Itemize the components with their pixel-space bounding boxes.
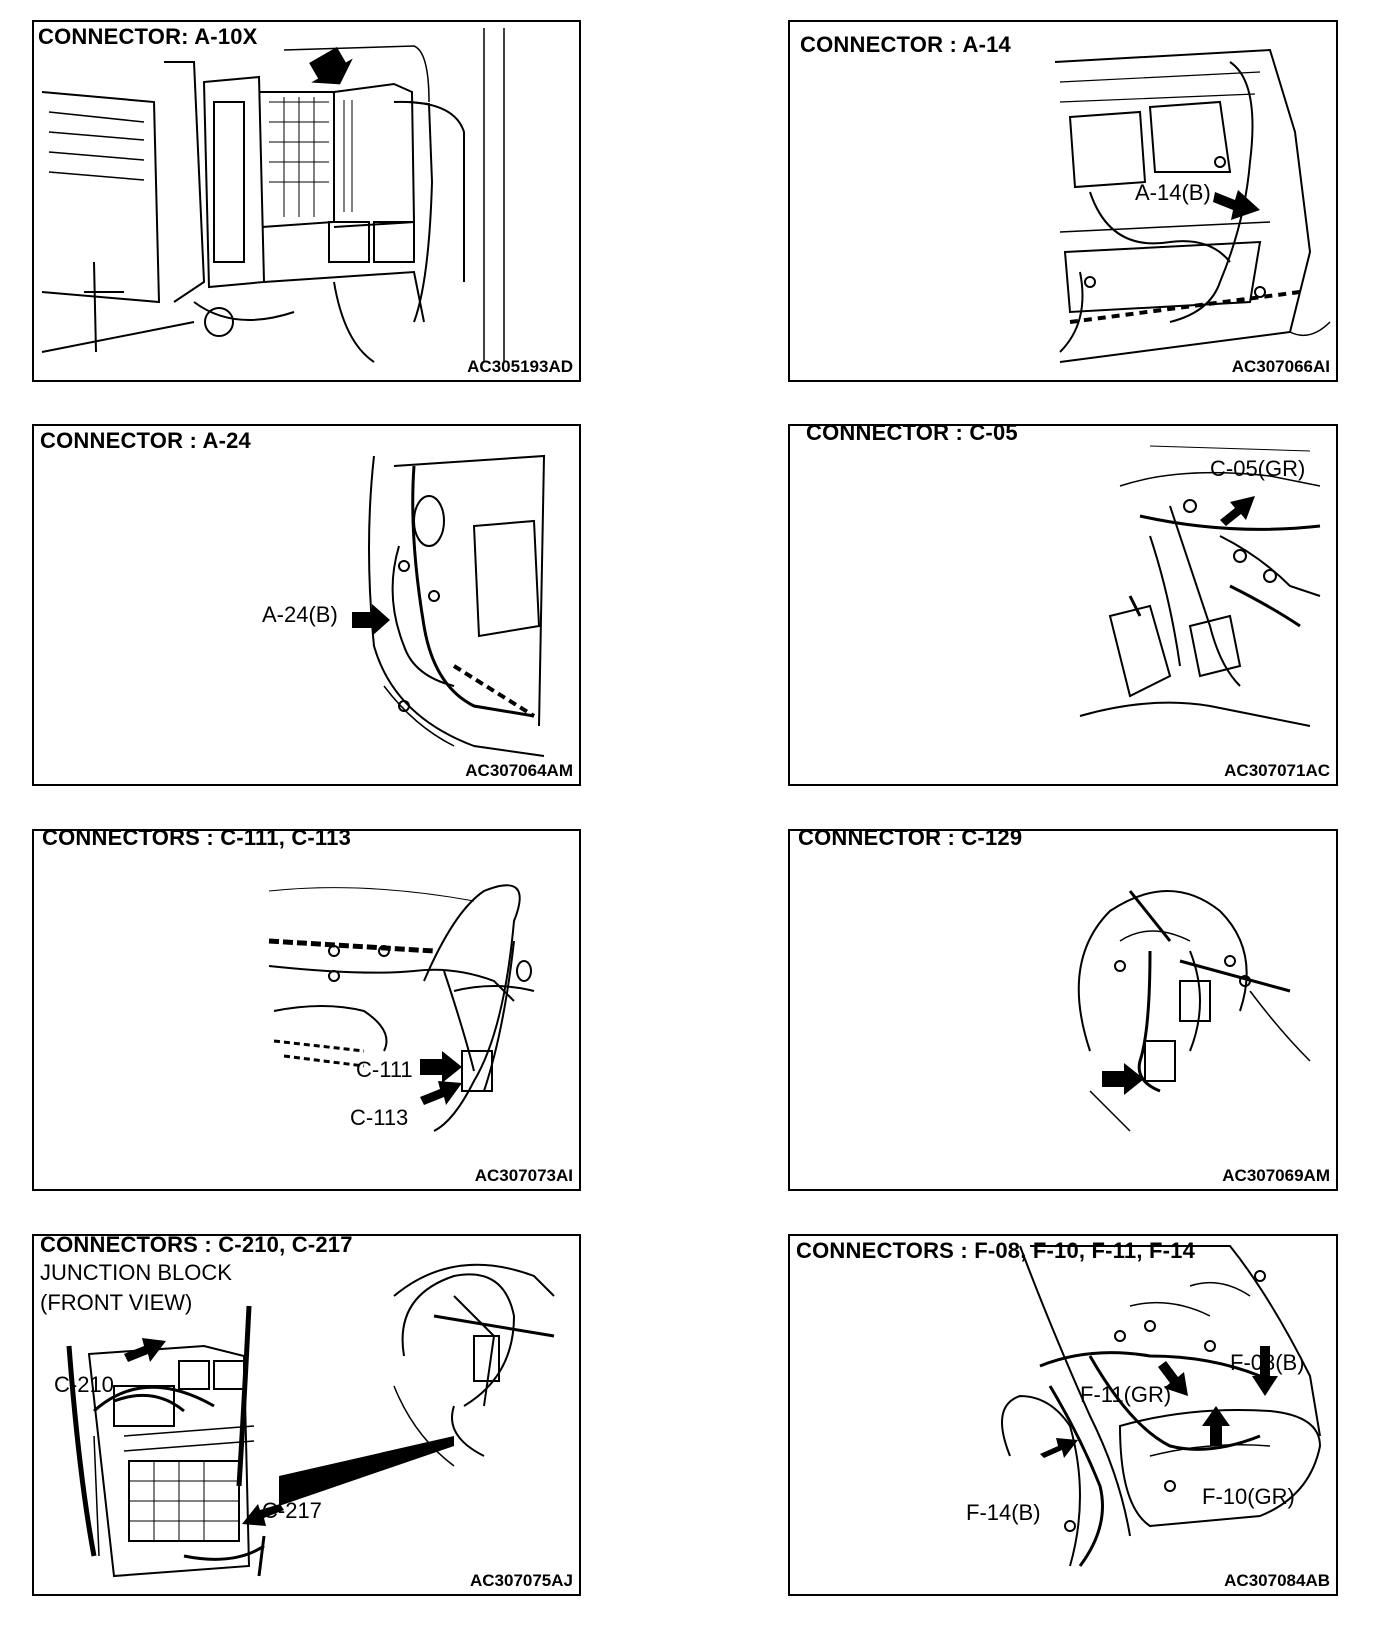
diagram-panel-a-24: CONNECTOR : A-24 A-24(B) AC307064AM (32, 424, 581, 786)
panel-title: CONNECTOR : C-129 (798, 829, 1023, 850)
diagram-panel-a-14: CONNECTOR : A-14 A-14(B) AC307066AI (788, 20, 1338, 382)
figure-code: AC307064AM (465, 761, 573, 780)
figure-code: AC307073AI (474, 1166, 573, 1185)
panel-title: CONNECTORS : C-111, C-113 (42, 829, 352, 850)
junction-block-illustration (66, 1263, 555, 1578)
trunk-lid-illustration (1001, 1245, 1322, 1567)
junction-block-caption: JUNCTION BLOCK (40, 1260, 232, 1285)
connector-label-c-111: C-111 (356, 1057, 413, 1082)
diagram-panel-a-10x: CONNECTOR: A-10X AC305193AD (32, 20, 581, 382)
steering-column-illustration (1077, 890, 1311, 1132)
connector-label-c-05: C-05(GR) (1210, 456, 1306, 481)
figure-code: AC305193AD (467, 357, 573, 376)
connector-label-a-14: A-14(B) (1135, 180, 1211, 205)
diagram-panel-f-08-f-10-f-11-f-14: CONNECTORS : F-08, F-10, F-11, F-14 F-08… (788, 1234, 1338, 1596)
engine-compartment-side-illustration (352, 454, 546, 757)
figure-code: AC307075AJ (469, 1571, 573, 1590)
front-view-caption: (FRONT VIEW) (40, 1290, 193, 1315)
panel-title: CONNECTOR : C-05 (806, 424, 1018, 445)
panel-title: CONNECTOR : A-24 (40, 428, 251, 453)
connector-label-f-14: F-14(B) (966, 1500, 1041, 1525)
figure-code: AC307069AM (1222, 1166, 1330, 1185)
connector-label-c-210: C-210 (54, 1372, 114, 1397)
center-console-illustration (1079, 445, 1321, 727)
panel-title: CONNECTORS : C-210, C-217 (40, 1234, 353, 1257)
connector-label-c-217: C-217 (262, 1498, 322, 1523)
diagram-panel-c-210-c-217: CONNECTORS : C-210, C-217 JUNCTION BLOCK… (32, 1234, 581, 1596)
figure-code: AC307071AC (1224, 761, 1330, 780)
panel-title: CONNECTOR : A-14 (800, 32, 1011, 57)
diagram-panel-c-129: CONNECTOR : C-129 AC307069AM (788, 829, 1338, 1191)
diagram-panel-c-111-c-113: CONNECTORS : C-111, C-113 C-111 C-113 AC… (32, 829, 581, 1191)
connector-label-f-10: F-10(GR) (1202, 1484, 1295, 1509)
instrument-panel-illustration (268, 884, 535, 1132)
connector-label-c-113: C-113 (350, 1105, 409, 1130)
engine-compartment-illustration (1054, 48, 1331, 363)
figure-code: AC307066AI (1231, 357, 1330, 376)
engine-bay-illustration (41, 28, 505, 363)
panel-title: CONNECTOR: A-10X (38, 24, 258, 49)
diagram-panel-c-05: CONNECTOR : C-05 C-05(GR) AC307071AC (788, 424, 1338, 786)
connector-label-f-08: F-08(B) (1230, 1350, 1305, 1375)
connector-label-a-24: A-24(B) (262, 602, 338, 627)
panel-title: CONNECTORS : F-08, F-10, F-11, F-14 (796, 1238, 1196, 1263)
connector-label-f-11: F-11(GR) (1080, 1382, 1172, 1407)
figure-code: AC307084AB (1224, 1571, 1330, 1590)
